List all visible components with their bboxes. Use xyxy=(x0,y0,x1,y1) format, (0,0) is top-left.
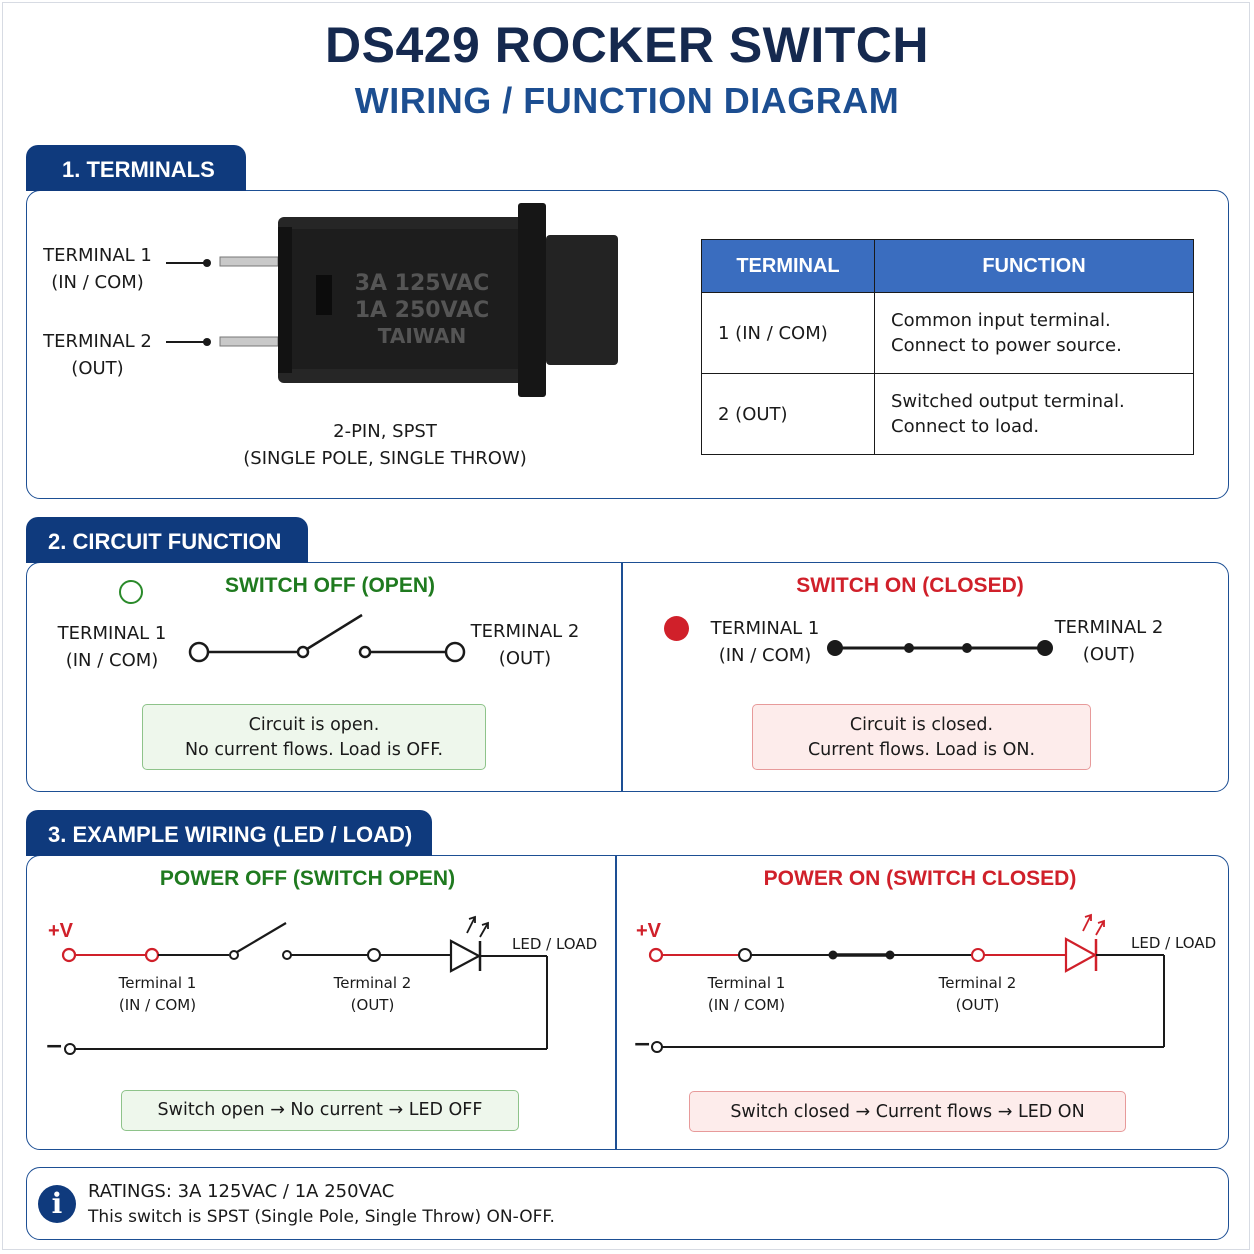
power-off-wiring-diagram xyxy=(61,915,548,1055)
marking-rating2: 1A 250VAC xyxy=(355,298,490,323)
page-subtitle: WIRING / FUNCTION DIAGRAM xyxy=(354,80,900,121)
power-on-message: Switch closed → Current flows → LED ON xyxy=(689,1091,1126,1132)
on-terminal2-label: TERMINAL 2(OUT) xyxy=(1054,617,1164,665)
off-terminal2-label: TERMINAL 2(OUT) xyxy=(470,621,580,669)
power-off-header: POWER OFF (SWITCH OPEN) xyxy=(159,867,456,890)
on-minus-label: − xyxy=(633,1032,652,1057)
terminal1-label: TERMINAL 1(IN / COM) xyxy=(43,245,152,293)
off-load-label: LED / LOAD xyxy=(512,935,598,953)
closed-indicator-icon xyxy=(664,616,689,641)
section3-divider xyxy=(615,856,617,1149)
on-plus-label: +V xyxy=(636,920,662,942)
open-indicator-icon xyxy=(119,580,143,604)
table-cell-function: Common input terminal.Connect to power s… xyxy=(874,292,1194,374)
info-icon: i xyxy=(38,1185,76,1223)
off-terminal1-label: TERMINAL 1(IN / COM) xyxy=(57,623,167,671)
table-cell-function: Switched output terminal.Connect to load… xyxy=(874,373,1194,455)
table-row: 1 (IN / COM) Common input terminal.Conne… xyxy=(701,292,1194,374)
switch-off-header: SWITCH OFF (OPEN) xyxy=(225,574,435,597)
table-header-function: FUNCTION xyxy=(874,239,1194,293)
open-switch-symbol xyxy=(188,613,466,663)
terminals-tab: 1. TERMINALS xyxy=(26,145,246,191)
table-row: 2 (OUT) Switched output terminal.Connect… xyxy=(701,373,1194,455)
off-terminal1-caption: Terminal 1(IN / COM) xyxy=(118,974,197,1014)
ratings-line: RATINGS: 3A 125VAC / 1A 250VAC xyxy=(88,1181,395,1202)
marking-rating1: 3A 125VAC xyxy=(355,271,490,296)
power-on-wiring-diagram xyxy=(648,913,1165,1053)
closed-circuit-message: Circuit is closed.Current flows. Load is… xyxy=(752,704,1091,770)
open-circuit-message: Circuit is open.No current flows. Load i… xyxy=(142,704,486,770)
on-terminal1-label: TERMINAL 1(IN / COM) xyxy=(710,618,820,666)
on-terminal2-caption: Terminal 2(OUT) xyxy=(938,974,1017,1014)
section2-divider xyxy=(621,563,623,791)
off-terminal2-caption: Terminal 2(OUT) xyxy=(333,974,412,1014)
power-on-header: POWER ON (SWITCH CLOSED) xyxy=(763,867,1077,890)
circuit-function-tab: 2. CIRCUIT FUNCTION xyxy=(26,517,308,563)
off-minus-label: − xyxy=(45,1034,64,1059)
switch-on-header: SWITCH ON (CLOSED) xyxy=(796,574,1024,597)
example-wiring-tab: 3. EXAMPLE WIRING (LED / LOAD) xyxy=(26,810,432,856)
table-cell-terminal: 2 (OUT) xyxy=(701,373,875,455)
page-title: DS429 ROCKER SWITCH xyxy=(324,17,930,73)
switch-illustration: 3A 125VAC 1A 250VAC TAIWAN xyxy=(166,203,618,397)
closed-switch-symbol xyxy=(827,640,1053,656)
ratings-description: This switch is SPST (Single Pole, Single… xyxy=(88,1207,555,1227)
marking-origin: TAIWAN xyxy=(378,324,466,348)
terminal-function-table: TERMINAL FUNCTION 1 (IN / COM) Common in… xyxy=(701,239,1194,455)
off-plus-label: +V xyxy=(48,920,74,942)
table-cell-terminal: 1 (IN / COM) xyxy=(701,292,875,374)
on-terminal1-caption: Terminal 1(IN / COM) xyxy=(707,974,786,1014)
on-load-label: LED / LOAD xyxy=(1131,934,1217,952)
table-header-terminal: TERMINAL xyxy=(701,239,875,293)
terminal2-label: TERMINAL 2(OUT) xyxy=(43,331,152,379)
switch-caption: 2-PIN, SPST(SINGLE POLE, SINGLE THROW) xyxy=(243,421,527,469)
ratings-box xyxy=(26,1167,1229,1240)
power-off-message: Switch open → No current → LED OFF xyxy=(121,1090,519,1131)
